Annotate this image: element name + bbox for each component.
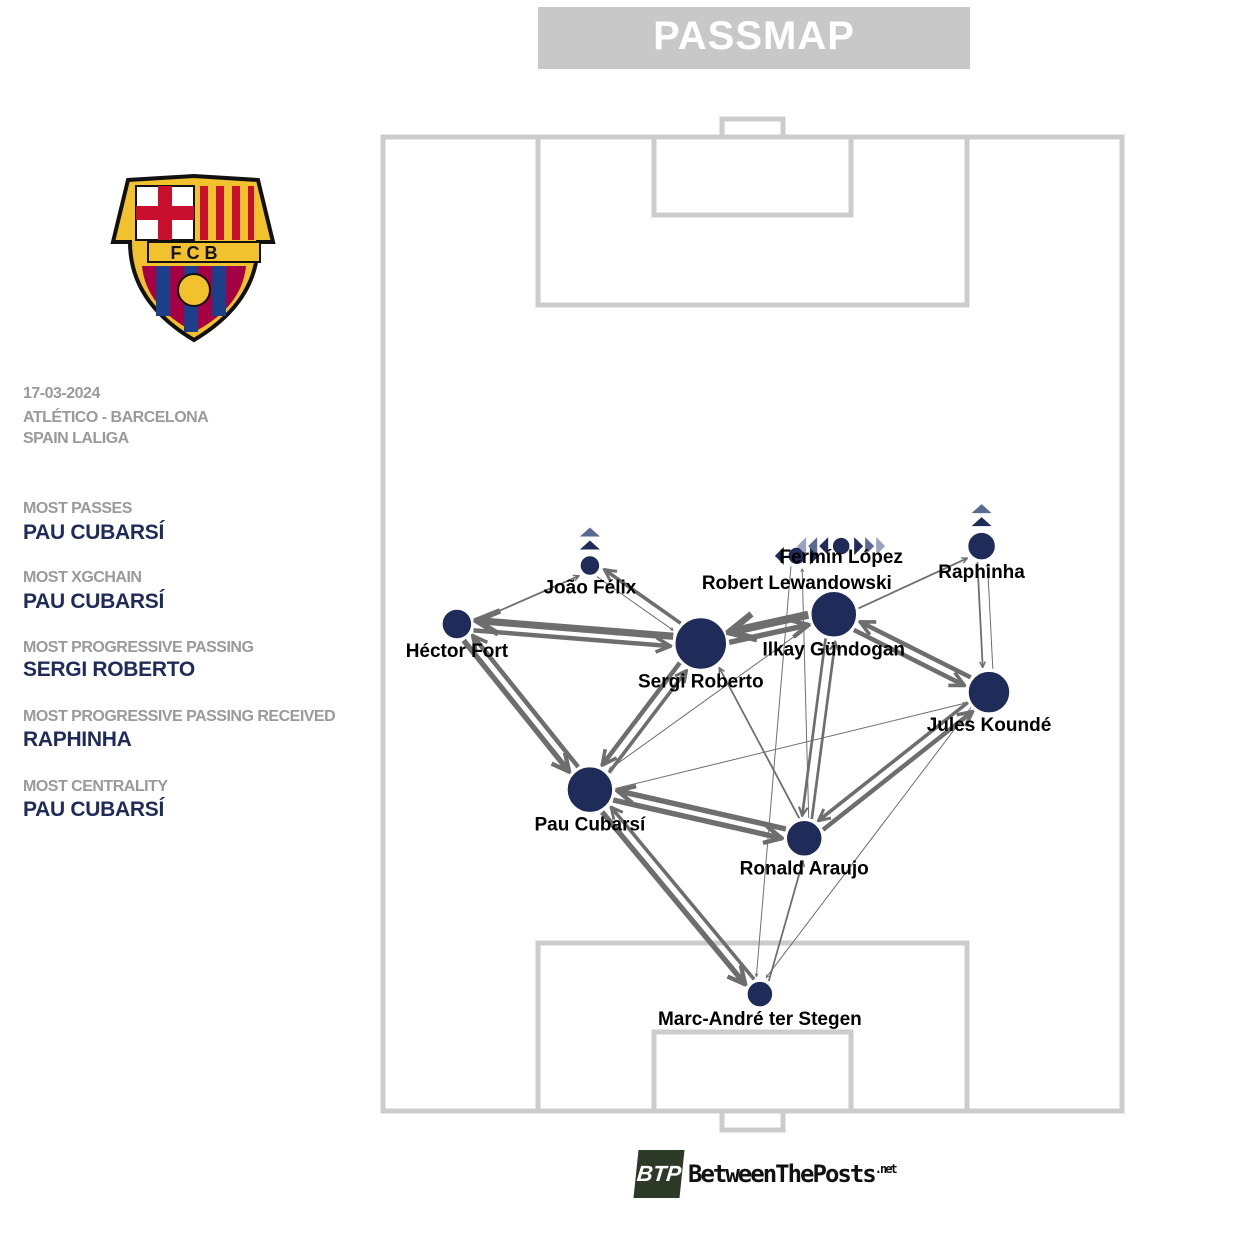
pass-edge [615,703,965,789]
pass-edge [611,807,756,981]
pass-edge [718,668,801,819]
stat-label: MOST PROGRESSIVE PASSING RECEIVED [23,708,336,725]
stat-label: MOST CENTRALITY [23,778,168,795]
up-arrow-icon [971,517,992,527]
pass-edge [599,810,745,984]
player-label: Héctor Fort [406,641,509,662]
player-label: Fermín López [779,547,903,568]
stat-label: MOST PROGRESSIVE PASSING [23,639,254,656]
pass-edge [473,628,670,646]
player-node [966,531,997,561]
player-node [441,608,473,640]
pass-edge [474,576,579,623]
player-label: Pau Cubarsí [534,815,646,836]
left-arrow-icon [808,537,818,556]
pass-edge [852,627,965,688]
pass-edge [976,562,982,667]
stat-value: RAPHINHA [23,728,132,751]
six-yard-box-bottom [651,1029,854,1114]
right-arrow-icon [876,537,886,556]
up-arrow-icon [971,504,992,514]
chart-title: PASSMAP [538,7,970,69]
pass-edge [987,564,994,669]
pass-edge [818,701,969,821]
player-label: Robert Lewandowski [702,573,892,594]
pass-edge [802,569,810,819]
match-fixture: ATLÉTICO - BARCELONA [23,409,209,426]
right-arrow-icon [865,537,875,556]
player-label: Jules Koundé [927,715,1052,736]
player-node [967,670,1011,714]
pass-edge [596,576,673,631]
player-node [831,536,851,556]
pass-edge [858,558,968,610]
goal-bottom [719,1108,786,1133]
credit-logo: BTP BetweenThePosts.net [633,1150,898,1198]
svg-text:F C B: F C B [171,243,218,263]
player-label: Ronald Araujo [740,858,869,879]
left-arrow-icon [797,537,807,556]
credit-suffix: .net [874,1162,898,1176]
player-label: Raphinha [938,562,1025,583]
pass-edge [461,638,569,771]
stat-value: PAU CUBARSÍ [23,590,164,613]
stat-label: MOST XGCHAIN [23,569,142,586]
club-crest-logo: F C B [108,172,280,349]
pass-edge [617,791,787,832]
pass-edge [821,712,972,832]
left-arrow-icon [819,537,829,556]
pass-edge [860,619,972,680]
player-label: João Félix [543,578,636,599]
pass-edge [602,661,682,765]
player-node [785,819,823,858]
six-yard-box-top [651,134,854,218]
right-arrow-icon [854,537,864,556]
player-node [810,590,858,639]
pass-edge [604,570,682,625]
stat-value: PAU CUBARSÍ [23,798,164,821]
pass-edge [612,797,781,838]
pass-edge [766,707,972,977]
pass-edge [810,642,835,820]
player-node [787,546,807,566]
up-arrow-icon [579,527,600,537]
up-arrow-icon [579,540,600,550]
player-node [746,980,774,1008]
pass-edge [802,638,827,815]
player-label: Ilkay Gündogan [763,639,906,660]
pass-edge [609,624,811,770]
pass-edge [476,621,674,640]
pass-edge [729,610,810,632]
player-node [579,554,601,577]
stat-value: PAU CUBARSÍ [23,521,164,544]
player-label: Sergi Roberto [638,671,764,692]
penalty-box-top [535,134,970,308]
goal-top [719,116,786,140]
stat-value: SERGI ROBERTO [23,658,195,681]
left-arrow-icon [774,546,784,565]
player-node [566,765,614,814]
pass-edge [473,636,580,769]
pass-edge [767,861,803,982]
pass-edge [728,625,808,645]
right-arrow-icon [809,546,819,565]
player-label: Marc-André ter Stegen [658,1009,862,1030]
match-date: 17-03-2024 [23,385,100,402]
credit-name: BetweenThePosts [688,1160,877,1188]
pass-edge [756,566,792,976]
match-competition: SPAIN LALIGA [23,430,129,447]
btp-mark: BTP [633,1150,685,1198]
stat-label: MOST PASSES [23,500,132,517]
pitch-lines [380,116,1125,1133]
player-node [674,616,728,671]
pass-edge [607,670,687,774]
